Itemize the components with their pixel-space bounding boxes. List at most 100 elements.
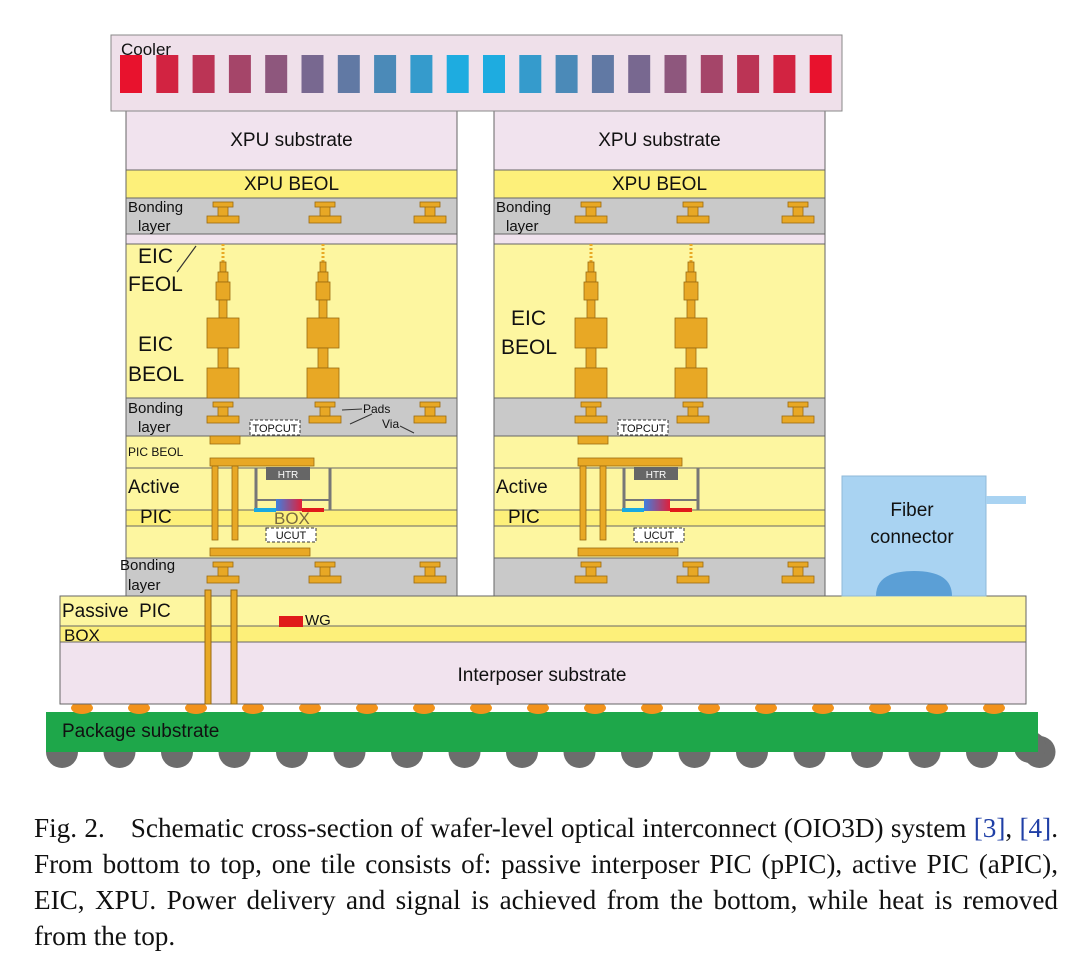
bonding-layer-label-line1: Bonding bbox=[128, 400, 183, 417]
bonding-layer-label-line1: Bonding bbox=[128, 199, 183, 216]
active-pic-label-line1: Active bbox=[128, 477, 180, 498]
eic-metal bbox=[315, 281, 331, 301]
bottom-bonding-layer bbox=[493, 557, 826, 597]
xpu-beol-label: XPU BEOL bbox=[244, 174, 339, 195]
pads-leader-line-2 bbox=[349, 413, 373, 425]
eic-via bbox=[685, 347, 697, 369]
bonding-pad bbox=[206, 575, 240, 584]
eic-layer bbox=[493, 243, 826, 399]
bonding-pad bbox=[308, 215, 342, 224]
bonding-pad bbox=[781, 415, 815, 424]
bonding-via bbox=[792, 405, 804, 417]
eic-via bbox=[685, 271, 697, 283]
micro-bump bbox=[755, 702, 777, 714]
bonding-via bbox=[792, 205, 804, 217]
heater bbox=[634, 467, 678, 480]
eic-metal-large bbox=[674, 367, 708, 399]
pads-label: Pads bbox=[363, 402, 390, 416]
ucut-region bbox=[633, 527, 685, 543]
topcut-region bbox=[617, 419, 669, 436]
cooler-fin bbox=[192, 55, 215, 93]
reference-link-4[interactable]: [4] bbox=[1019, 813, 1052, 843]
bonding-pad bbox=[206, 415, 240, 424]
eic-via bbox=[317, 271, 329, 283]
bonding-pad-top bbox=[787, 561, 809, 568]
bonding-pad bbox=[676, 215, 710, 224]
bonding-pad-top bbox=[314, 401, 336, 408]
micro-bump bbox=[242, 702, 264, 714]
eic-metal-large bbox=[306, 317, 340, 349]
bonding-via bbox=[424, 405, 436, 417]
caption-ref-separator: , bbox=[1005, 813, 1020, 843]
xpu-substrate-label: XPU substrate bbox=[598, 130, 721, 151]
micro-bump bbox=[299, 702, 321, 714]
bonding-via bbox=[687, 565, 699, 577]
package-substrate-label: Package substrate bbox=[62, 721, 219, 742]
bonding-pad bbox=[308, 575, 342, 584]
pic-through-via bbox=[579, 465, 587, 541]
bonding-pad-top bbox=[580, 201, 602, 208]
cooler-fin bbox=[265, 55, 288, 93]
cooler-fin bbox=[664, 55, 687, 93]
passive-pic-layer bbox=[59, 595, 1027, 627]
eic-metal-large bbox=[574, 317, 608, 349]
bonding-pad bbox=[206, 215, 240, 224]
interposer-micro-bumps bbox=[71, 702, 1005, 714]
waveguide-red bbox=[670, 508, 692, 512]
eic-feol-leader-line bbox=[176, 245, 197, 273]
eic-substrate-thin bbox=[493, 233, 826, 245]
oio3d-cross-section-diagram: Package substrate Interposer substrate B… bbox=[46, 34, 1056, 768]
bonding-via bbox=[217, 205, 229, 217]
xpu-beol bbox=[125, 169, 458, 199]
eic-via bbox=[217, 271, 229, 283]
eic-metal bbox=[683, 281, 699, 301]
cooler-fin bbox=[555, 55, 578, 93]
xpu-substrate bbox=[125, 110, 458, 171]
pic-bottom-trace bbox=[209, 547, 311, 557]
bonding-via bbox=[687, 205, 699, 217]
eic-beol-right-label-line2: BEOL bbox=[501, 336, 557, 359]
bonding-via bbox=[319, 405, 331, 417]
bonding-via bbox=[792, 565, 804, 577]
bonding-pad-top bbox=[580, 401, 602, 408]
topcut-label: TOPCUT bbox=[620, 423, 665, 435]
bottom-bonding-layer bbox=[125, 557, 458, 597]
pic-through-via bbox=[231, 465, 239, 541]
interposer-substrate bbox=[59, 641, 1027, 705]
bonding-pad-top bbox=[314, 561, 336, 568]
pic-bottom-trace bbox=[577, 547, 679, 557]
fiber-connector bbox=[841, 475, 1026, 597]
xpu-substrate-label: XPU substrate bbox=[230, 130, 353, 151]
through-interposer-vias bbox=[204, 589, 238, 705]
bonding-pad bbox=[574, 415, 608, 424]
interposer-substrate-label: Interposer substrate bbox=[458, 665, 627, 686]
bonding-via bbox=[217, 405, 229, 417]
cooler-fin bbox=[410, 55, 433, 93]
topcut-label: TOPCUT bbox=[252, 423, 297, 435]
eic-via bbox=[217, 347, 229, 369]
waveguide-label: WG bbox=[305, 612, 331, 629]
micro-bump bbox=[698, 702, 720, 714]
xpu-beol bbox=[493, 169, 826, 199]
eic-via bbox=[587, 261, 595, 273]
micro-bump bbox=[128, 702, 150, 714]
cooler-fin bbox=[519, 55, 542, 93]
xpu-substrate bbox=[493, 110, 826, 171]
eic-metal-large bbox=[306, 367, 340, 399]
bonding-via bbox=[585, 205, 597, 217]
cooler-fin bbox=[301, 55, 324, 93]
micro-bump bbox=[71, 702, 93, 714]
pic-through-via bbox=[599, 465, 607, 541]
fiber-connector-label-line2: connector bbox=[870, 527, 954, 548]
cooler-thermal-gradient bbox=[120, 55, 832, 93]
reference-link-3[interactable]: [3] bbox=[973, 813, 1006, 843]
eic-substrate-thin bbox=[125, 233, 458, 245]
eic-metal bbox=[583, 281, 599, 301]
active-pic-label-line1: Active bbox=[496, 477, 548, 498]
cooler bbox=[110, 34, 843, 112]
waveguide-blue bbox=[622, 508, 644, 512]
package-substrate bbox=[46, 712, 1038, 752]
cooler-fin bbox=[700, 55, 723, 93]
eic-via bbox=[686, 299, 696, 319]
